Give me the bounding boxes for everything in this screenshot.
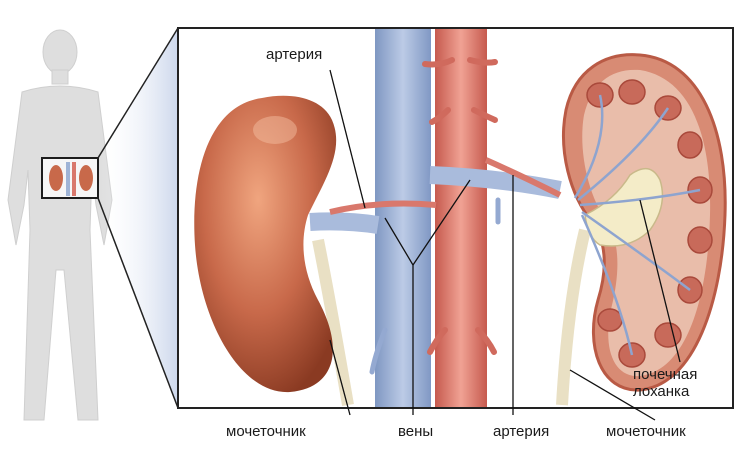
label-artery-top: артерия xyxy=(266,46,323,63)
right-ureter xyxy=(556,228,591,406)
label-ureter-left: мочеточник xyxy=(226,423,306,440)
right-renal-artery xyxy=(484,157,562,198)
label-artery-bottom: артерия xyxy=(493,423,550,440)
label-renal-pelvis-line2: лоханка xyxy=(633,383,690,401)
left-renal-artery xyxy=(329,200,437,215)
label-renal-pelvis: почечная лоханка xyxy=(633,366,697,401)
aorta xyxy=(435,29,487,407)
human-body-silhouette xyxy=(7,29,113,421)
pointer-lines xyxy=(329,69,681,421)
left-renal-vein xyxy=(309,212,380,234)
label-ureter-right: мочеточник xyxy=(606,423,686,440)
label-renal-pelvis-line1: почечная xyxy=(633,366,698,383)
vena-cava xyxy=(375,29,431,407)
zoom-cone xyxy=(98,28,178,408)
body-inset-kidneys xyxy=(49,162,93,196)
label-veins: вены xyxy=(398,423,434,440)
left-ureter xyxy=(312,238,354,407)
left-kidney xyxy=(194,95,337,393)
